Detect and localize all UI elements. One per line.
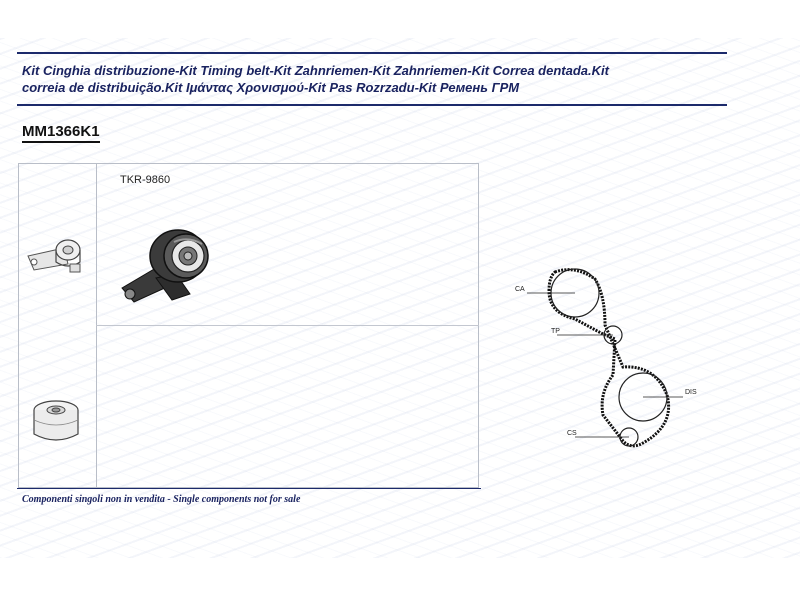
header-bottom-rule [17,104,727,106]
tensioner-pulley-icon [27,239,81,273]
label-cs: CS [567,430,577,437]
kit-title-line-1: Kit Cinghia distribuzione-Kit Timing bel… [22,63,609,78]
timing-belt-outline [547,268,670,448]
part-number-tkr: TKR-9860 [120,174,171,186]
kit-title: Kit Cinghia distribuzione-Kit Timing bel… [22,62,722,96]
idler-pulley-icon [33,400,79,441]
footer-rule [17,488,481,489]
label-dis: DIS [685,389,697,396]
tensioner-pulley-photo-icon [121,229,209,303]
header-top-rule [17,52,727,54]
label-tp: TP [551,328,560,335]
table-row-divider [96,325,479,326]
label-ca: CA [515,286,525,293]
belt-routing-diagram: CA TP DIS CS [515,268,697,448]
kit-title-line-2: correia de distribuição.Kit Ιμάντας Χρον… [22,80,520,95]
not-for-sale-note: Componenti singoli non in vendita - Sing… [22,494,301,505]
kit-code: MM1366K1 [22,123,100,143]
